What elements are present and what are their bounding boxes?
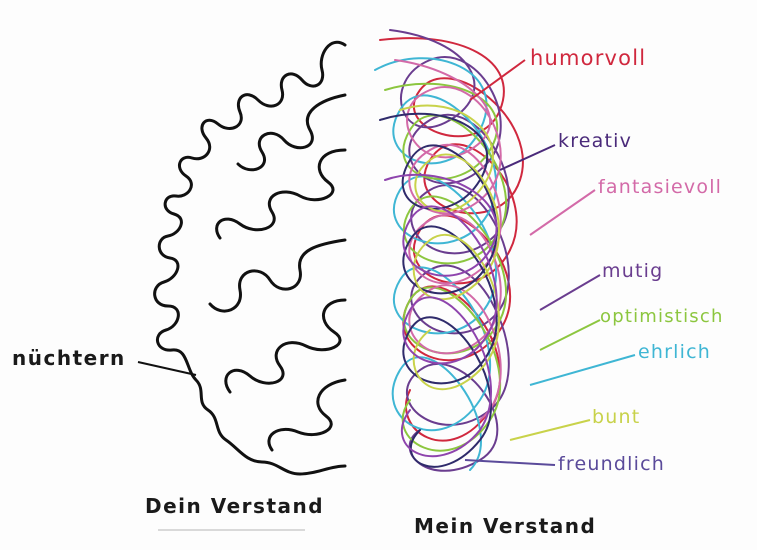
mein-verstand-caption: Mein Verstand — [414, 516, 596, 536]
trait-fantasievoll: fantasievoll — [598, 178, 722, 197]
trait-freundlich: freundlich — [558, 455, 665, 474]
kreativ-leader-line — [500, 145, 555, 170]
left-brain-fold-4 — [226, 300, 345, 392]
dein-verstand-caption: Dein Verstand — [145, 496, 324, 516]
trait-ehrlich: ehrlich — [638, 343, 711, 362]
optimistisch-leader-line — [540, 320, 600, 350]
mutig-leader-line — [540, 275, 600, 310]
left-brain-fold-2 — [217, 150, 345, 238]
left-brain-fold-5 — [269, 380, 345, 450]
nuchtern-label: nüchtern — [12, 348, 126, 368]
freundlich-leader-line — [465, 460, 555, 465]
trait-kreativ: kreativ — [558, 132, 632, 151]
trait-mutig: mutig — [602, 262, 663, 281]
left-brain-fold-1 — [238, 95, 345, 170]
scribble-navy — [380, 114, 497, 467]
right-brain-scribble — [375, 30, 523, 471]
trait-bunt: bunt — [592, 408, 640, 427]
left-brain-fold-3 — [210, 240, 345, 311]
fantasievoll-leader-line — [530, 190, 595, 235]
trait-optimistisch: optimistisch — [600, 308, 724, 326]
ehrlich-leader-line — [530, 355, 635, 385]
bunt-leader-line — [510, 420, 590, 440]
trait-humorvoll: humorvoll — [530, 48, 646, 69]
